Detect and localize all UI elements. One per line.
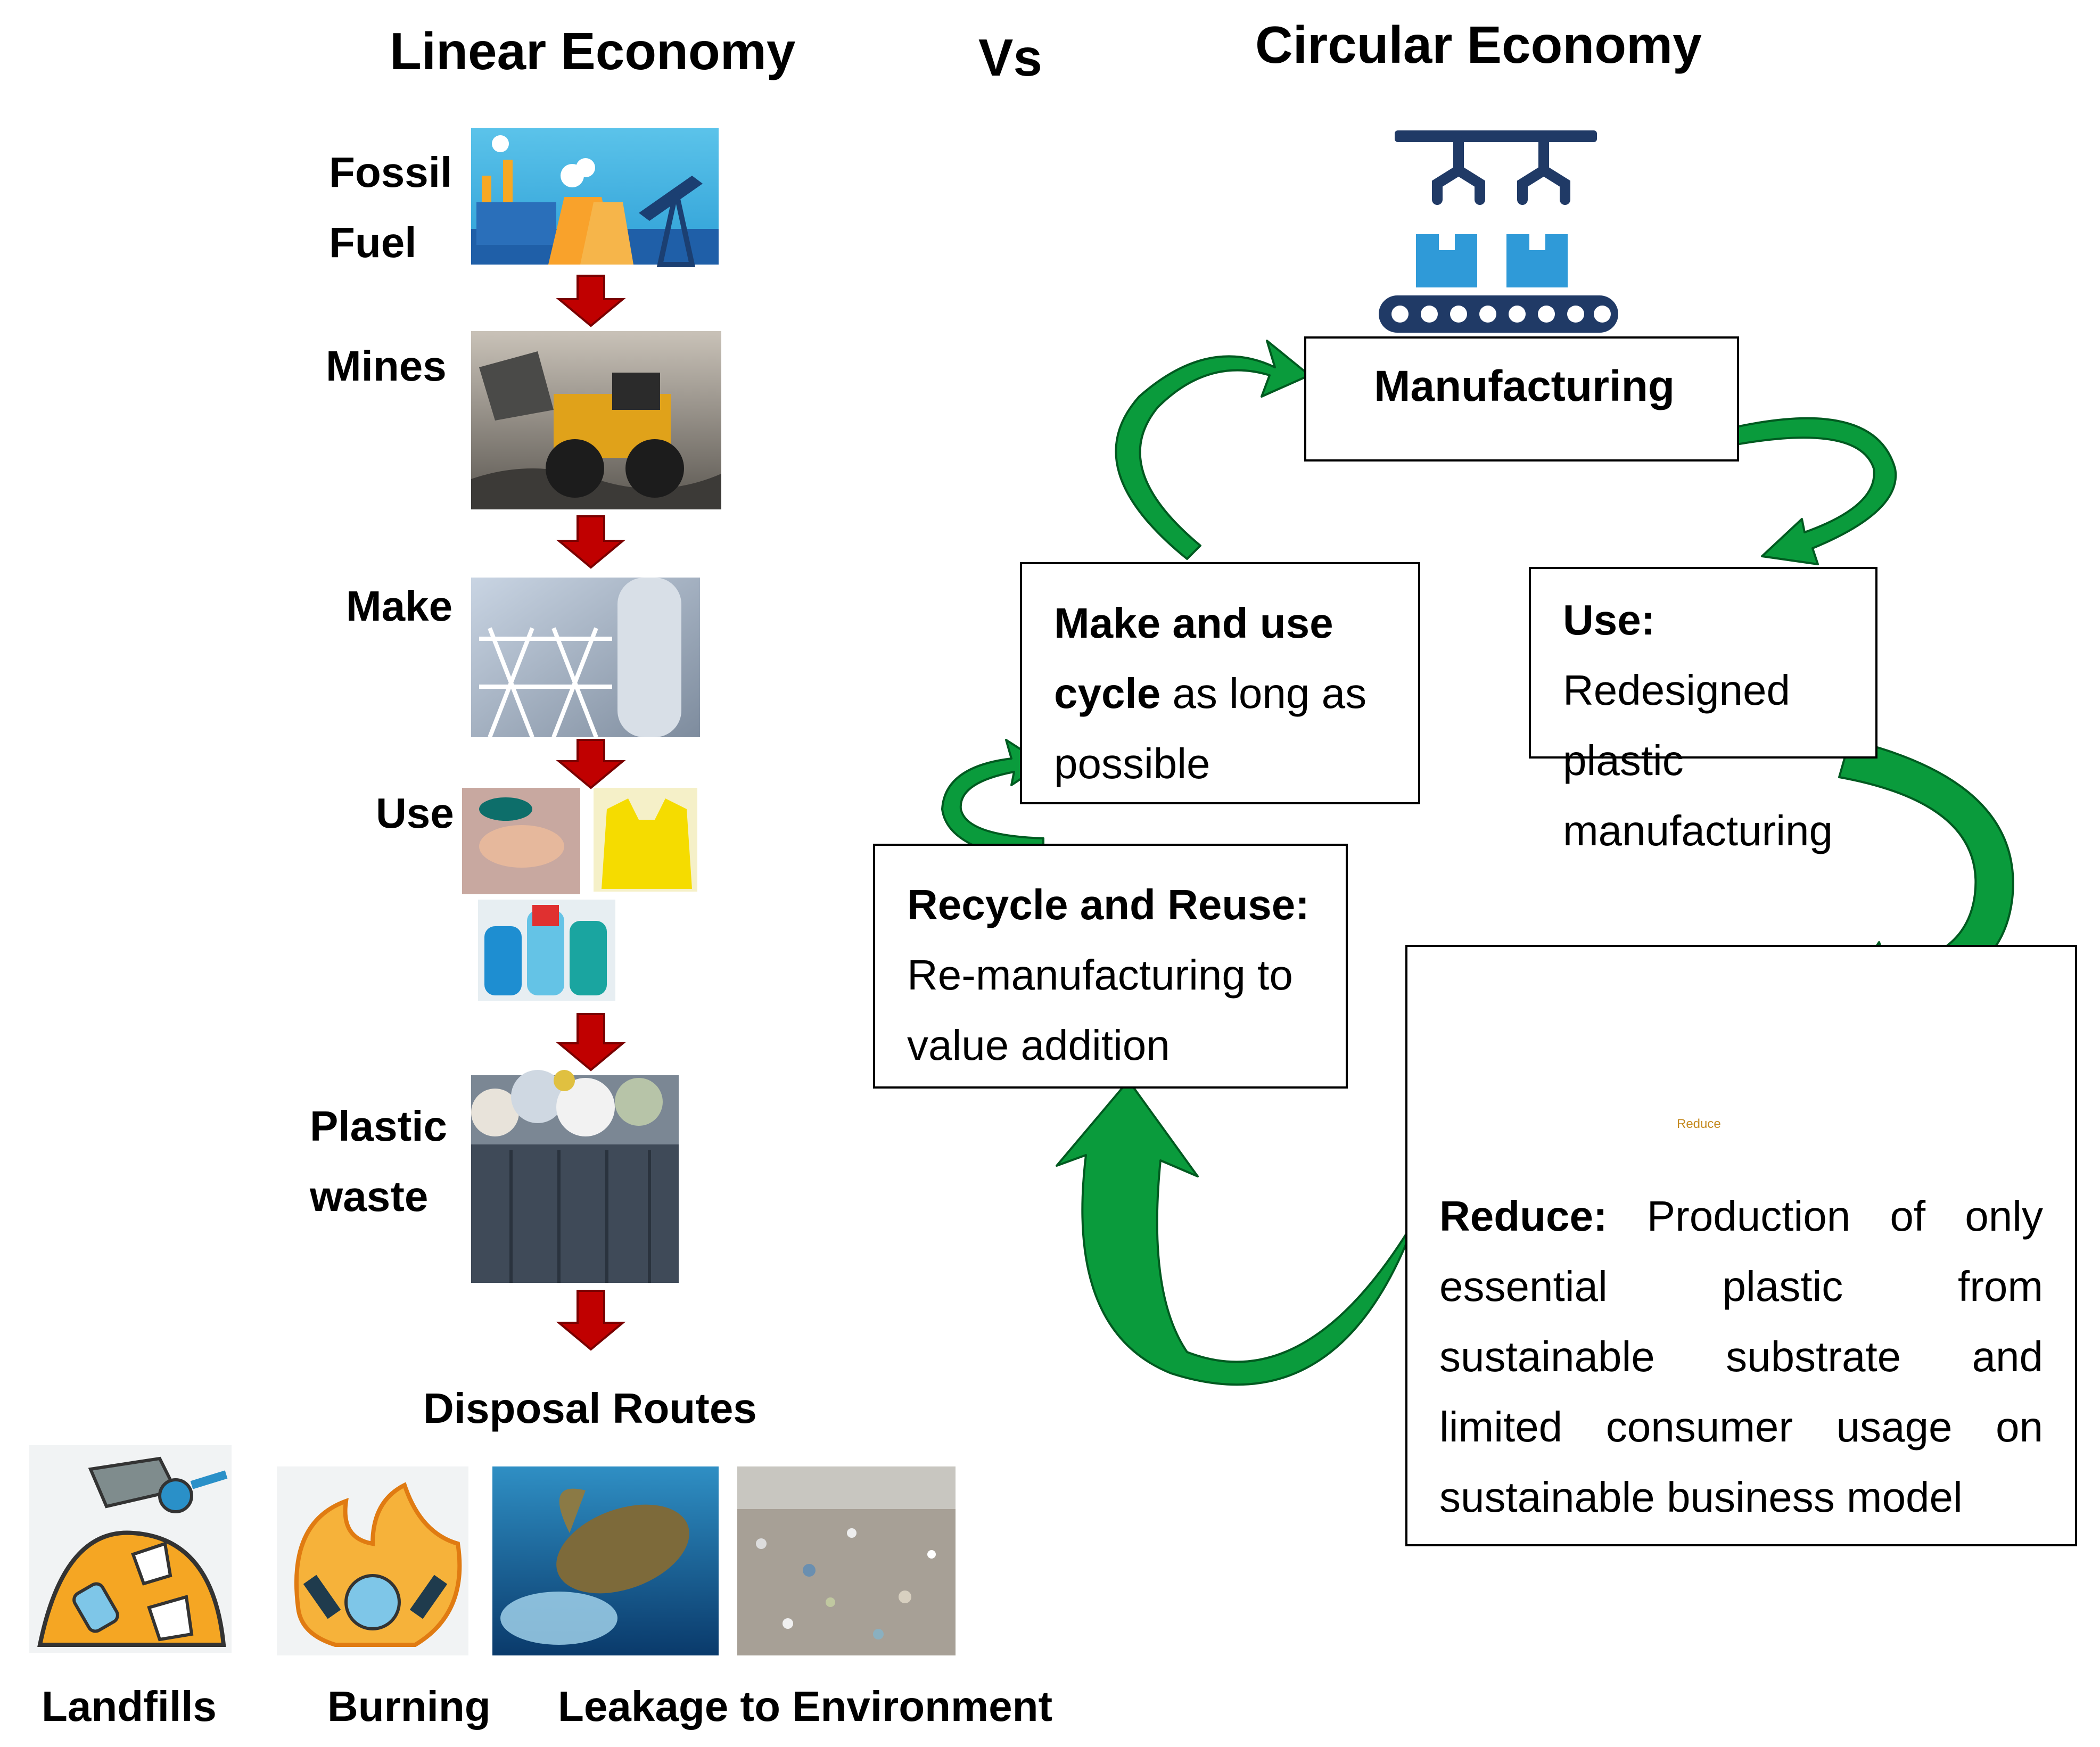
circular-economy-heading: Circular Economy bbox=[1255, 15, 1702, 74]
fossil-fuel-image bbox=[471, 128, 719, 267]
stage-label-make: Make bbox=[346, 582, 453, 630]
disposal-label-burning: Burning bbox=[327, 1683, 491, 1730]
reduce-box-bold: Reduce: bbox=[1439, 1192, 1608, 1240]
disposal-label-leakage: Leakage to Environment bbox=[558, 1683, 1053, 1730]
recycle-box-text: Re-manufacturing to value addition bbox=[907, 951, 1293, 1069]
linear-economy-heading: Linear Economy bbox=[390, 22, 796, 80]
arrow-recycle-to-makeuse bbox=[941, 739, 1044, 863]
arrow-reduce-to-recycle bbox=[1056, 1079, 1428, 1386]
disposal-label-landfills: Landfills bbox=[42, 1683, 217, 1730]
reduce-icon-caption: Reduce bbox=[1677, 1117, 1721, 1131]
use-box: Use: Redesigned plastic manufacturing bbox=[1529, 567, 1877, 854]
arrow-manufacturing-to-use bbox=[1721, 417, 1897, 565]
stage-label-use: Use bbox=[376, 789, 454, 837]
sea-turtle-plastic-image bbox=[492, 1466, 719, 1655]
stage-label-mines: Mines bbox=[326, 342, 447, 390]
manufacturing-box: Manufacturing bbox=[1304, 336, 1739, 462]
use-box-text: Redesigned plastic manufacturing bbox=[1563, 666, 1833, 854]
arrow-use-to-waste bbox=[556, 1013, 626, 1072]
factory-conveyor-icon bbox=[1379, 130, 1618, 333]
burning-icon bbox=[277, 1466, 468, 1655]
use-box-bold: Use: bbox=[1563, 596, 1656, 644]
mines-image bbox=[471, 331, 721, 509]
recycle-box: Recycle and Reuse: Re-manufacturing to v… bbox=[873, 844, 1348, 1089]
stage-label-fossil-fuel: Fossil Fuel bbox=[329, 149, 452, 266]
landfill-icon bbox=[29, 1445, 232, 1653]
arrow-makeuse-to-manufacturing bbox=[1115, 340, 1311, 560]
make-use-box: Make and use cycle as long as possible bbox=[1020, 562, 1420, 804]
arrow-mines-to-make bbox=[556, 515, 626, 569]
reduce-box-text: Production of only essential plastic fro… bbox=[1439, 1192, 2044, 1521]
linear-flow-arrows bbox=[556, 275, 626, 1351]
make-image bbox=[471, 578, 700, 738]
arrow-waste-to-disposal bbox=[556, 1290, 626, 1351]
use-images bbox=[462, 788, 697, 1001]
arrow-fossil-to-mines bbox=[556, 275, 626, 327]
plastic-waste-image bbox=[471, 1070, 679, 1283]
vs-heading: Vs bbox=[978, 28, 1042, 87]
make-use-box-text: as long as possible bbox=[1054, 670, 1367, 787]
arrow-make-to-use bbox=[556, 739, 626, 789]
littered-beach-image bbox=[737, 1466, 956, 1655]
manufacturing-label: Manufacturing bbox=[1374, 362, 1675, 410]
stage-label-plastic-waste: Plastic waste bbox=[310, 1102, 447, 1220]
make-use-box-bold: Make and use cycle bbox=[1054, 599, 1333, 717]
reduce-box: Reduce: Production of only essential pla… bbox=[1405, 945, 2077, 1546]
recycle-box-bold: Recycle and Reuse: bbox=[907, 881, 1310, 928]
disposal-routes-title: Disposal Routes bbox=[423, 1385, 757, 1432]
reduce-box-paragraph: Reduce: Production of only essential pla… bbox=[1439, 1181, 2043, 1532]
